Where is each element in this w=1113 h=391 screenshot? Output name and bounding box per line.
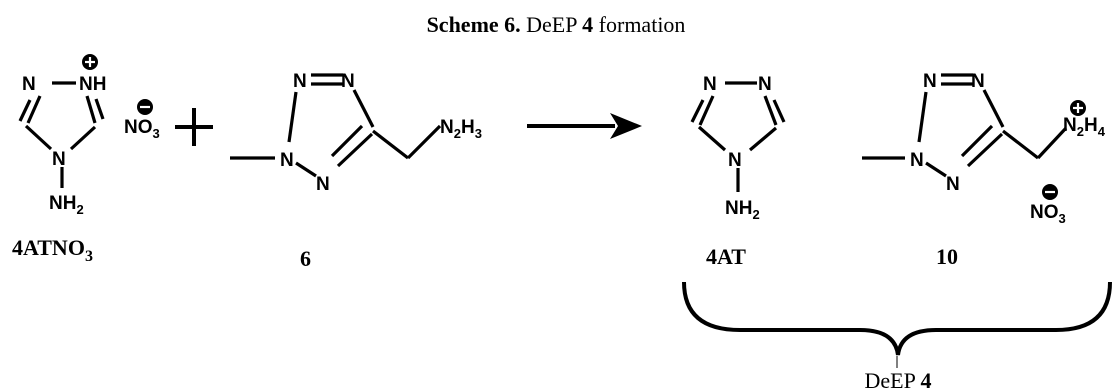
nitrate-ion: NO3: [1030, 202, 1066, 226]
plus-icon: [175, 108, 213, 146]
atom-n: N: [703, 74, 717, 95]
compound-4at: N N N NH2 4AT: [690, 74, 786, 269]
scheme-title: Scheme 6. DeEP 4 formation: [427, 12, 686, 37]
nitrate-ion: NO3: [124, 117, 160, 141]
atom-n: N: [946, 174, 960, 195]
grouping-brace: [682, 281, 1112, 356]
atom-n: N: [22, 74, 36, 95]
atom-nh: NH: [79, 74, 106, 95]
atom-n: N: [923, 71, 937, 92]
atom-n: N: [910, 150, 924, 171]
hydrazinium-group: N2H4: [1063, 115, 1106, 139]
atom-n: N: [293, 71, 307, 92]
atom-n: N: [728, 150, 742, 171]
compound-label: 4ATNO3: [12, 235, 93, 265]
compound-label: 4AT: [706, 244, 746, 269]
atom-nh2: NH2: [49, 193, 84, 217]
group-label: DeEP 4: [864, 368, 931, 391]
reaction-arrow-icon: [527, 113, 642, 139]
compound-label: 10: [936, 244, 958, 269]
atom-n: N: [316, 174, 330, 195]
atom-n: N: [341, 71, 355, 92]
compound-10: N N N N N2H4 NO3 10: [862, 71, 1106, 269]
hydrazinyl-group: N2H3: [440, 117, 482, 141]
atom-n: N: [971, 71, 985, 92]
compound-4atno3: N NH N NH2 NO3 4ATNO3: [12, 54, 160, 265]
atom-n: N: [280, 150, 294, 171]
atom-n: N: [758, 74, 772, 95]
compound-label: 6: [300, 246, 311, 271]
atom-n: N: [52, 149, 66, 170]
atom-nh2: NH2: [725, 198, 760, 222]
compound-6: N N N N N2H3 6: [230, 71, 482, 271]
